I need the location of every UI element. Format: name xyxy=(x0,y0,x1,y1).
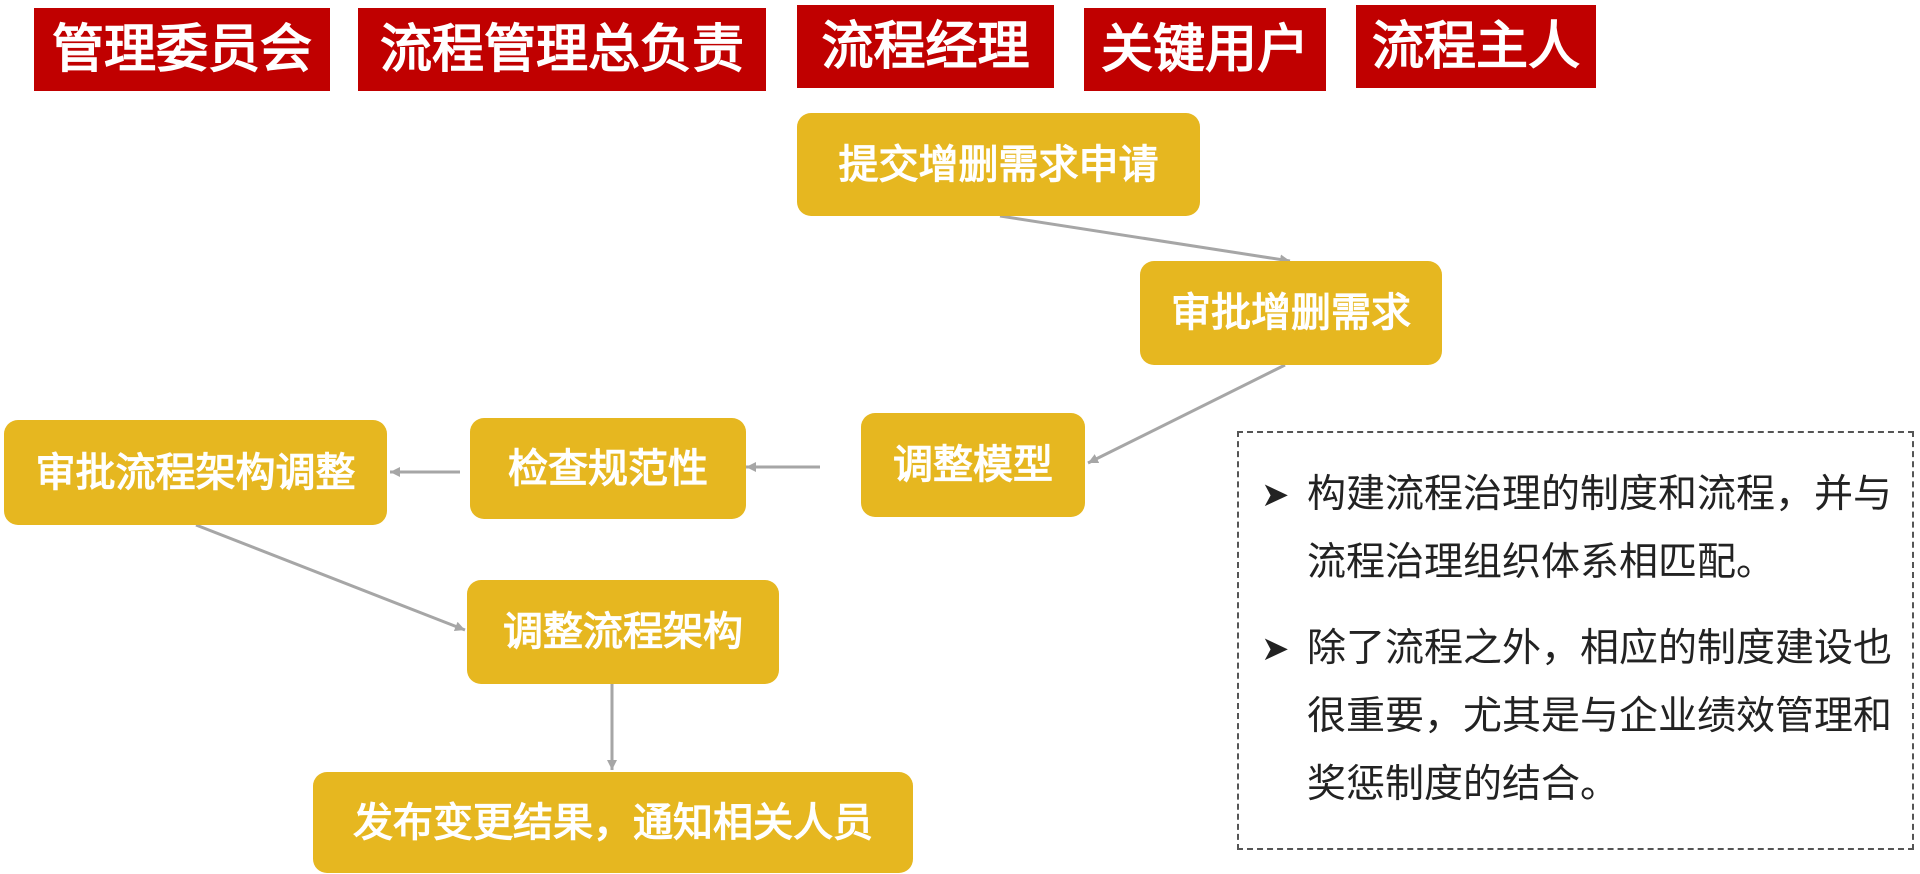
role-process-manager: 流程经理 xyxy=(797,5,1054,88)
arrow-submit-to-approve xyxy=(999,214,1291,265)
step-submit-request: 提交增删需求申请 xyxy=(797,113,1200,216)
role-process-owner: 流程主人 xyxy=(1356,5,1596,88)
arrow-approve-architecture-to-adjust xyxy=(195,523,466,632)
step-publish-result: 发布变更结果，通知相关人员 xyxy=(313,772,913,873)
arrowhead-bullet-icon: ➤ xyxy=(1261,629,1290,669)
notes-panel: ➤ 构建流程治理的制度和流程，并与流程治理组织体系相匹配。 ➤ 除了流程之外，相… xyxy=(1237,431,1914,850)
role-key-user: 关键用户 xyxy=(1084,8,1326,91)
role-management-committee: 管理委员会 xyxy=(34,8,330,91)
note-item: ➤ 构建流程治理的制度和流程，并与流程治理组织体系相匹配。 xyxy=(1261,461,1892,597)
step-adjust-architecture: 调整流程架构 xyxy=(467,580,779,684)
arrowhead-bullet-icon: ➤ xyxy=(1261,475,1290,515)
step-approve-architecture: 审批流程架构调整 xyxy=(4,420,387,525)
note-text: 除了流程之外，相应的制度建设也很重要，尤其是与企业绩效管理和奖惩制度的结合。 xyxy=(1307,626,1893,807)
note-item: ➤ 除了流程之外，相应的制度建设也很重要，尤其是与企业绩效管理和奖惩制度的结合。 xyxy=(1261,615,1892,819)
step-approve-request: 审批增删需求 xyxy=(1140,261,1442,365)
step-check-standard: 检查规范性 xyxy=(470,418,746,519)
step-adjust-model: 调整模型 xyxy=(861,413,1085,517)
role-process-management-head: 流程管理总负责 xyxy=(358,8,766,91)
note-text: 构建流程治理的制度和流程，并与流程治理组织体系相匹配。 xyxy=(1307,472,1893,585)
